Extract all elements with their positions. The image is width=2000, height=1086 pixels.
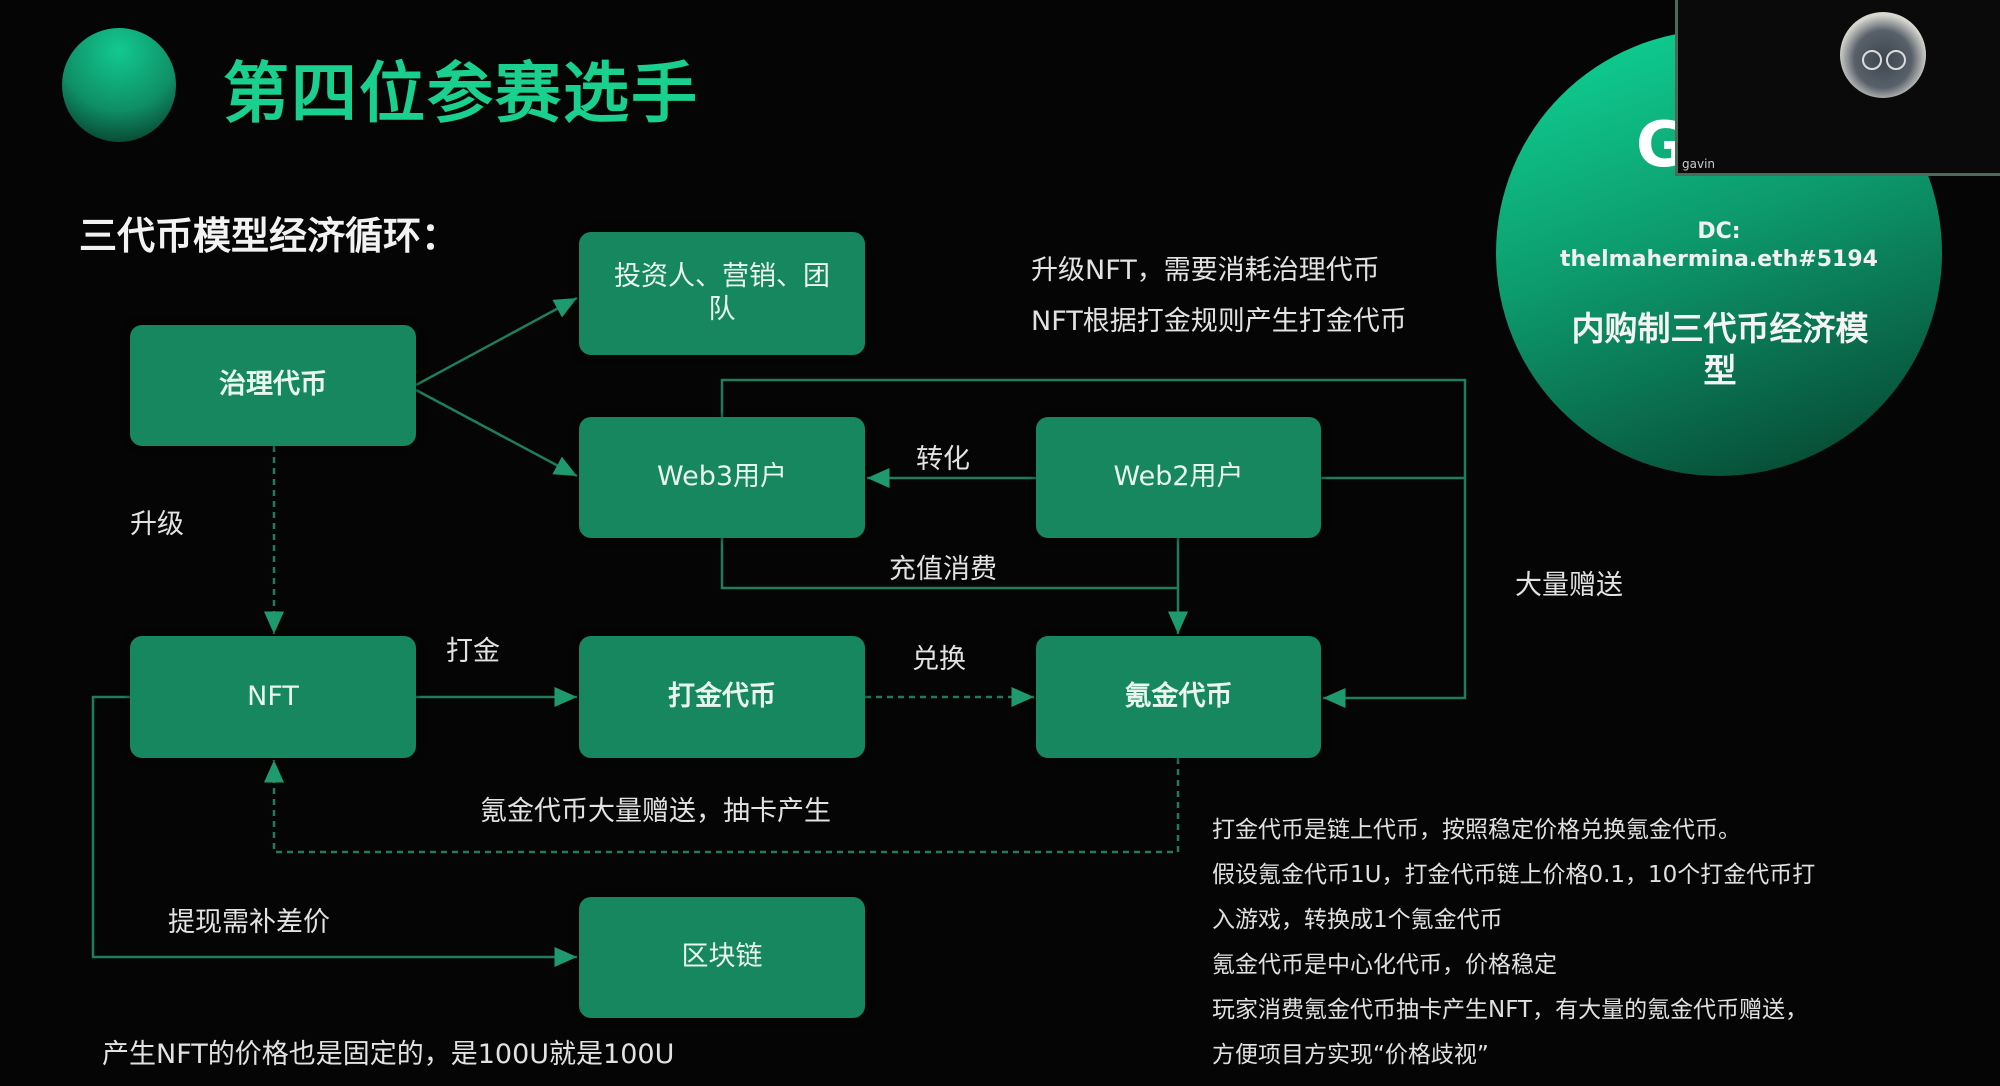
note-top-1: 升级NFT，需要消耗治理代币 [1031,255,1380,286]
edge-pay-nft [264,758,1180,854]
edge-governance-investors [415,296,578,387]
avatar-glasses-right [1886,50,1906,70]
note-top-2: NFT根据打金规则产生打金代币 [1031,306,1407,337]
participant-name: gavin [1682,157,1716,171]
node-blockchain: 区块链 [579,897,865,1018]
label-recharge: 充值消费 [889,554,997,585]
node-nft: NFT [130,636,416,758]
note-line: 假设氪金代币1U，打金代币链上价格0.1，10个打金代币打 [1212,862,1816,888]
label-giveaway: 大量赠送 [1515,570,1623,601]
label-upgrade: 升级 [130,509,184,540]
section-subtitle: 三代币模型经济循环： [79,214,460,258]
video-call-tile[interactable]: gavin [1675,0,2000,176]
badge-discord: DC: thelmahermina.eth#5194 [1496,218,1942,274]
node-play-token: 打金代币 [579,636,865,758]
node-web2-users: Web2用户 [1036,417,1321,538]
note-line: 打金代币是链上代币，按照稳定价格兑换氪金代币。 [1212,817,1741,843]
label-exchange: 兑换 [912,644,966,675]
avatar-glasses-left [1862,50,1882,70]
badge-dc-label: DC: [1697,219,1741,244]
label-convert: 转化 [916,444,970,475]
label-gacha: 氪金代币大量赠送，抽卡产生 [480,796,831,827]
participant-avatar-cat [1840,12,1926,98]
edge-web3-recharge [720,538,1178,590]
node-investors: 投资人、营销、团队 [579,232,865,355]
edge-web3-loop-pay [720,378,1467,708]
note-bottom: 产生NFT的价格也是固定的，是100U就是100U [102,1039,675,1070]
edge-nft-blockchain [91,695,577,967]
badge-dc-handle: thelmahermina.eth#5194 [1560,247,1878,272]
note-line: 氪金代币是中心化代币，价格稳定 [1212,952,1557,978]
node-governance-token: 治理代币 [130,325,416,446]
label-play: 打金 [446,636,500,667]
note-line: 玩家消费氪金代币抽卡产生NFT，有大量的氪金代币赠送， [1212,997,1809,1023]
node-web3-users: Web3用户 [579,417,865,538]
title-decoration-circle [62,28,176,142]
edge-governance-web3 [415,388,578,478]
node-pay-token: 氪金代币 [1036,636,1321,758]
note-right-paragraph: 打金代币是链上代币，按照稳定价格兑换氪金代币。 假设氪金代币1U，打金代币链上价… [1212,808,1815,1078]
note-line: 入游戏，转换成1个氪金代币 [1212,907,1503,933]
badge-model-title: 内购制三代币经济模型 [1571,309,1869,390]
note-line: 方便项目方实现“价格歧视” [1212,1042,1489,1068]
label-withdraw: 提现需补差价 [168,907,330,938]
page-title: 第四位参赛选手 [223,55,699,132]
